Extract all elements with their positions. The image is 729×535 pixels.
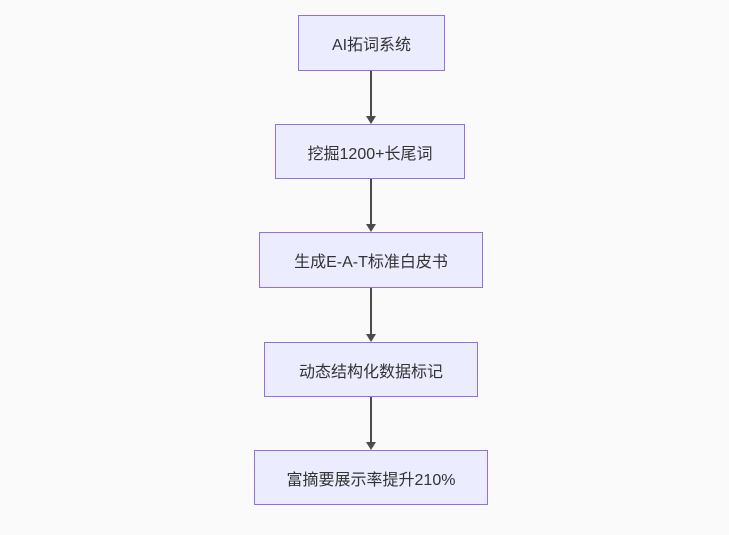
flow-arrow-down-icon	[364, 179, 378, 232]
flow-arrow-down-icon	[364, 71, 378, 124]
flow-node-structured-data-markup: 动态结构化数据标记	[264, 342, 478, 397]
flow-node-label: 富摘要展示率提升210%	[286, 471, 456, 489]
flow-node-label: 动态结构化数据标记	[298, 363, 443, 381]
flow-node-longtail-mining: 挖掘1200+长尾词	[275, 124, 465, 179]
flow-node-eat-whitepaper: 生成E-A-T标准白皮书	[259, 232, 483, 288]
flow-node-ai-keyword-system: AI拓词系统	[298, 15, 445, 71]
flow-node-label: 挖掘1200+长尾词	[307, 145, 433, 163]
flow-arrow-down-icon	[364, 288, 378, 342]
flow-node-label: AI拓词系统	[331, 37, 412, 54]
flow-node-label: 生成E-A-T标准白皮书	[294, 254, 448, 271]
flow-node-rich-snippet-result: 富摘要展示率提升210%	[254, 450, 488, 505]
flow-arrow-down-icon	[364, 397, 378, 450]
